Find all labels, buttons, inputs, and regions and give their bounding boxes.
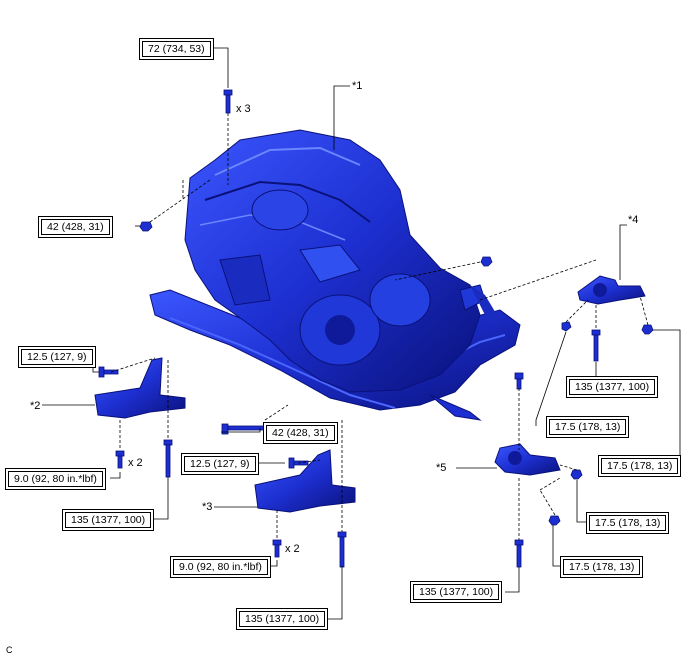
qty-bracket2-stud: x 2: [128, 457, 143, 469]
mount5-bolt-icon: [514, 539, 524, 568]
torque-label-top-bolt: 72 (734, 53): [139, 38, 214, 60]
bracket2-stud-icon: [115, 450, 125, 469]
torque-label-front-bolt: 42 (428, 31): [263, 422, 338, 444]
callout-2: *2: [30, 400, 41, 412]
mount4-nut-icon: [561, 321, 572, 332]
torque-label-mount5-bolt: 135 (1377, 100): [410, 581, 503, 603]
center-nut-icon: [480, 256, 493, 267]
front-pin-icon: [514, 372, 524, 390]
torque-label-mount4-bolt: 135 (1377, 100): [566, 376, 659, 398]
front-bolt-icon: [221, 423, 265, 435]
mount-4: [577, 275, 646, 305]
mount4-stud-icon: [591, 329, 601, 362]
callout-1: *1: [352, 80, 363, 92]
bracket3-stud-icon: [272, 539, 282, 558]
qty-bracket3-stud: x 2: [285, 543, 300, 555]
callout-3: *3: [202, 501, 213, 513]
callout-4: *4: [628, 214, 639, 226]
fasteners: [98, 89, 654, 568]
figure-code: C: [6, 645, 13, 655]
torque-label-bracket2-stud: 9.0 (92, 80 in.*lbf): [5, 468, 106, 490]
bracket-2: [94, 357, 186, 419]
bracket2-mount-bolt-icon: [163, 439, 173, 478]
left-nut-icon: [139, 221, 153, 232]
torque-label-bracket3-mount: 135 (1377, 100): [236, 608, 329, 630]
engine-assembly: [184, 129, 500, 393]
bracket2-bolt-icon: [98, 366, 119, 378]
mount4-nut2-icon: [641, 324, 654, 335]
mount5-nut2-icon: [548, 515, 561, 526]
bracket-3: [254, 449, 356, 513]
torque-label-bracket3-bolt: 12.5 (127, 9): [181, 453, 259, 475]
mount-5: [494, 443, 561, 476]
torque-label-mount5-nut1: 17.5 (178, 13): [586, 512, 670, 534]
leader-lines: [42, 47, 681, 620]
torque-label-bracket3-stud: 9.0 (92, 80 in.*lbf): [170, 556, 271, 578]
torque-label-mount4-nut2: 17.5 (178, 13): [598, 455, 682, 477]
bracket3-mount-bolt-icon: [337, 531, 347, 568]
torque-label-mount5-nut2: 17.5 (178, 13): [560, 556, 644, 578]
torque-label-left-nut: 42 (428, 31): [38, 216, 113, 238]
torque-label-bracket2-mount: 135 (1377, 100): [62, 509, 155, 531]
callout-5: *5: [436, 462, 447, 474]
top-bolt-icon: [223, 89, 233, 114]
qty-top-bolt: x 3: [236, 103, 251, 115]
torque-label-bracket2-bolt: 12.5 (127, 9): [18, 346, 96, 368]
bracket3-bolt-icon: [288, 457, 309, 469]
torque-label-mount4-nut: 17.5 (178, 13): [546, 416, 630, 438]
mount5-nut1-icon: [570, 469, 583, 480]
guide-lines: [110, 113, 649, 540]
